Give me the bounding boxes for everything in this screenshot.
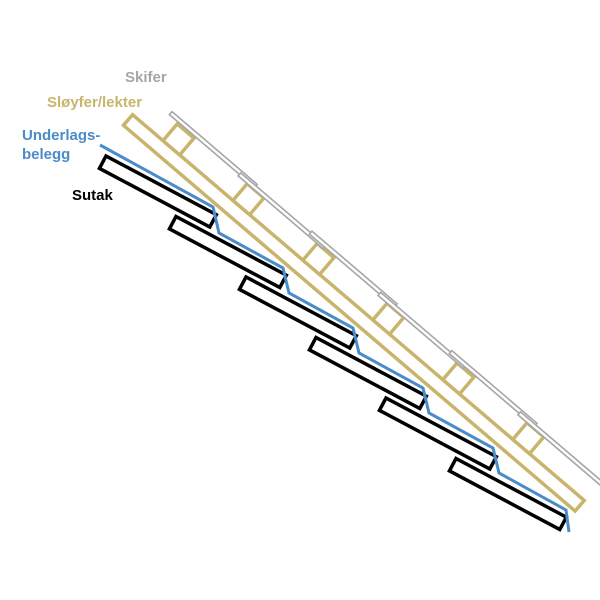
sutak-board xyxy=(237,274,359,351)
lekt xyxy=(440,360,477,397)
sutak-board xyxy=(377,395,499,472)
lekt xyxy=(300,240,337,277)
sutak-board xyxy=(447,456,569,532)
label-underlagsbelegg-1: Underlags- xyxy=(22,127,101,144)
label-underlagsbelegg-2: belegg xyxy=(22,146,71,163)
skifer-slates xyxy=(168,110,600,489)
label-skifer: Skifer xyxy=(125,69,167,86)
sutak-board xyxy=(167,214,289,290)
label-sloyfer-lekter: Sløyfer/lekter xyxy=(47,94,143,111)
sloyfe-batten xyxy=(120,112,587,514)
sloyfe-strip xyxy=(120,112,587,514)
label-sutak: Sutak xyxy=(72,187,113,204)
sutak-boards xyxy=(97,153,569,532)
skifer-plate xyxy=(516,410,600,489)
underlag-membrane-line xyxy=(99,143,571,533)
sutak-board xyxy=(307,335,429,411)
sutak-board xyxy=(97,153,219,230)
lekt xyxy=(160,121,197,158)
